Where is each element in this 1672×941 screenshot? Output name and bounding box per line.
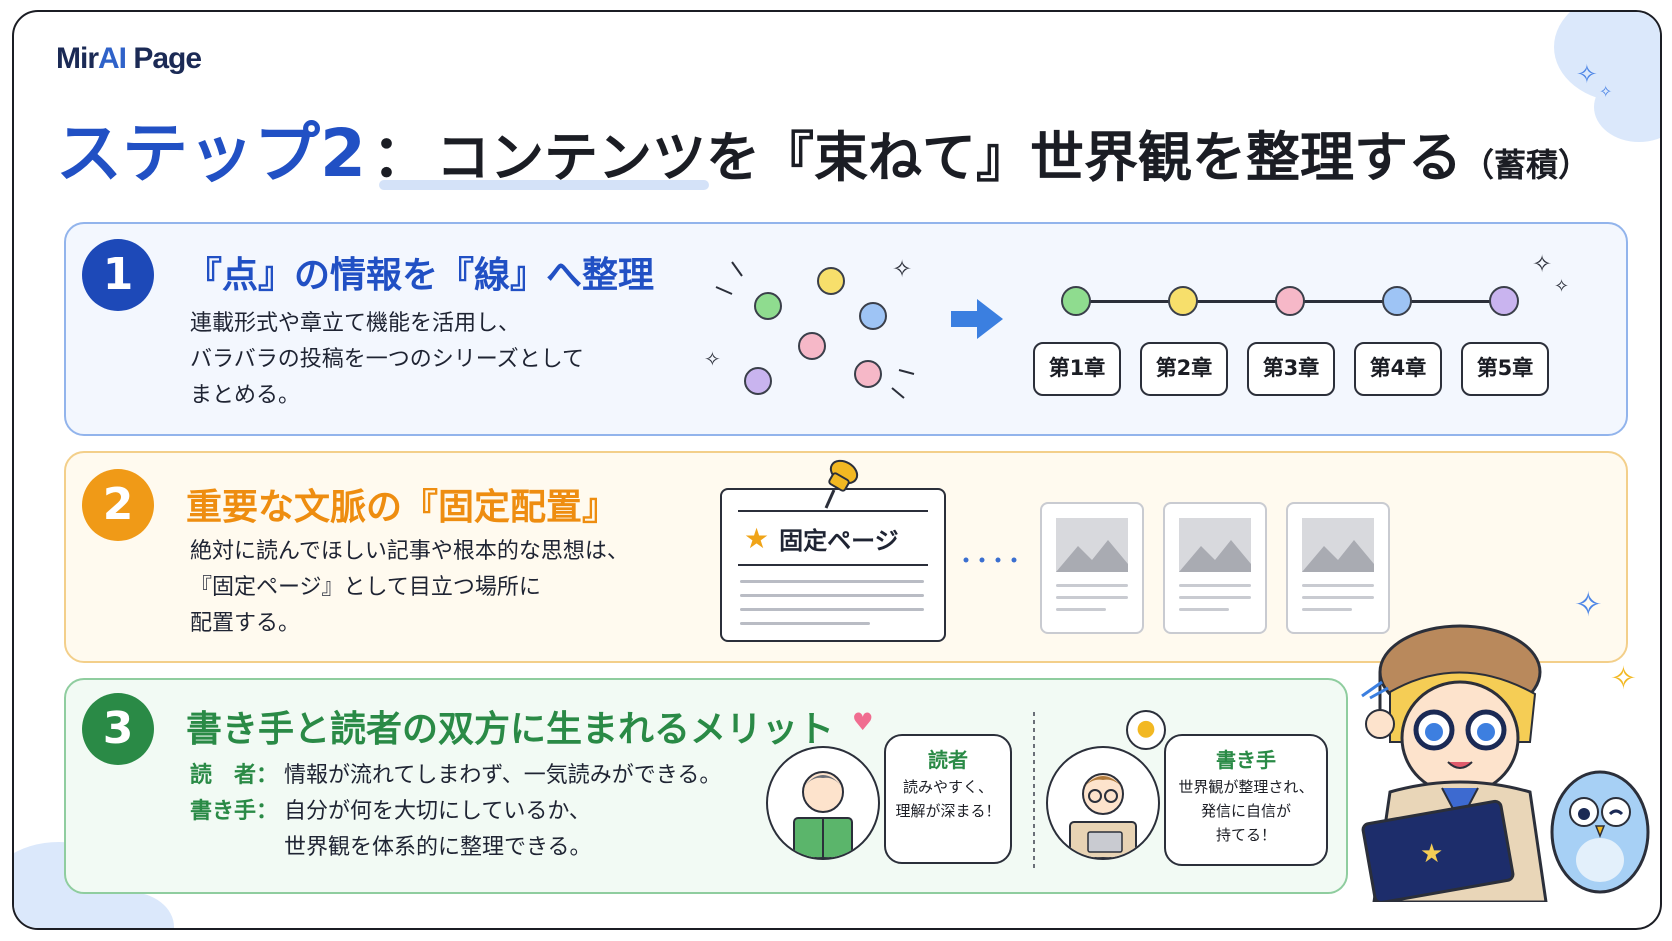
cloud-decoration xyxy=(1594,72,1660,142)
page-title: ステップ2：コンテンツを『束ねて』世界観を整理する（蓄積） xyxy=(56,115,1590,192)
title-step: ステップ2 xyxy=(56,115,366,192)
article-thumbnail xyxy=(1163,502,1267,634)
section-number-2: 2 xyxy=(82,469,154,541)
fixed-page-header: ★ 固定ページ xyxy=(738,510,928,566)
section-2-body: 絶対に読んでほしい記事や根本的な思想は、 『固定ページ』として目立つ場所に 配置… xyxy=(190,539,629,636)
sparkle-icon: ✧ xyxy=(704,347,721,371)
title-underline xyxy=(379,180,709,190)
dotted-connector xyxy=(963,557,1017,563)
lightbulb-icon: ● xyxy=(1126,710,1166,750)
logo: MirAI Page xyxy=(56,42,202,75)
star-icon: ★ xyxy=(744,521,770,555)
chapter-dot-1 xyxy=(1061,286,1091,316)
image-placeholder-icon xyxy=(1179,518,1251,572)
arrow-right-icon xyxy=(951,299,1003,339)
chapter-tag-2: 第2章 xyxy=(1140,342,1228,396)
title-main: コンテンツを『束ねて』世界観を整理する xyxy=(435,126,1462,189)
chapter-dot-5 xyxy=(1489,286,1519,316)
chapter-tag-4: 第4章 xyxy=(1354,342,1442,396)
scattered-dot xyxy=(798,332,826,360)
chapter-dot-3 xyxy=(1275,286,1305,316)
article-thumbnail xyxy=(1040,502,1144,634)
reader-speech-bubble: 読者 読みやすく、 理解が深まる！ xyxy=(884,734,1012,864)
section-2-title: 重要な文脈の『固定配置』 xyxy=(186,487,619,528)
sparkle-icon: ✧ xyxy=(1599,82,1613,101)
sparkle-icon: ✧ xyxy=(1610,659,1637,697)
scattered-dot xyxy=(744,367,772,395)
section-3-title: 書き手と読者の双方に生まれるメリット xyxy=(186,709,835,750)
article-thumbnail xyxy=(1286,502,1390,634)
section-1-panel xyxy=(64,222,1628,436)
image-placeholder-icon xyxy=(1302,518,1374,572)
section-number-3: 3 xyxy=(82,693,154,765)
motion-lines xyxy=(1361,680,1389,700)
scattered-dot xyxy=(754,292,782,320)
scatter-strokes xyxy=(715,261,915,399)
chapter-dot-4 xyxy=(1382,286,1412,316)
slide-frame: MirAI Page ステップ2：コンテンツを『束ねて』世界観を整理する（蓄積）… xyxy=(12,10,1662,930)
section-1-body: 連載形式や章立て機能を活用し、 バラバラの投稿を一つのシリーズとして まとめる。 xyxy=(190,311,585,408)
title-sub: （蓄積） xyxy=(1461,146,1590,184)
reader-avatar xyxy=(766,746,880,860)
mascot-illustration: ★ xyxy=(1361,624,1650,902)
fixed-page-card: ★ 固定ページ xyxy=(720,488,946,642)
chapter-tag-1: 第1章 xyxy=(1033,342,1121,396)
sparkle-icon: ✧ xyxy=(892,255,913,283)
writer-speech-bubble: 書き手 世界観が整理され、 発信に自信が 持てる！ xyxy=(1164,734,1328,866)
sparkle-icon: ✧ xyxy=(1554,276,1570,297)
svg-text:★: ★ xyxy=(1420,839,1443,869)
section-3-body: 読 者：情報が流れてしまわず、一気読みができる。 書き手：自分が何を大切にしてい… xyxy=(190,758,721,866)
section-number-1: 1 xyxy=(82,239,154,311)
chapter-tag-3: 第3章 xyxy=(1247,342,1335,396)
writer-avatar xyxy=(1046,746,1160,860)
sparkle-icon: ✧ xyxy=(1532,250,1553,278)
sparkle-icon: ✧ xyxy=(1576,60,1598,90)
reader-label: 読 者： xyxy=(190,763,279,788)
scattered-dot xyxy=(859,302,887,330)
fixed-page-label: 固定ページ xyxy=(779,526,899,555)
chapter-tag-5: 第5章 xyxy=(1461,342,1549,396)
section-1-title: 『点』の情報を『線』へ整理 xyxy=(186,255,655,296)
writer-label: 書き手： xyxy=(190,799,279,824)
pushpin-icon xyxy=(824,459,859,509)
image-placeholder-icon xyxy=(1056,518,1128,572)
divider xyxy=(1033,712,1035,872)
heart-icon: ♥ xyxy=(852,708,874,736)
scattered-dot xyxy=(817,267,845,295)
chapter-dot-2 xyxy=(1168,286,1198,316)
sparkle-icon: ✧ xyxy=(1574,585,1603,625)
scattered-dot xyxy=(854,360,882,388)
